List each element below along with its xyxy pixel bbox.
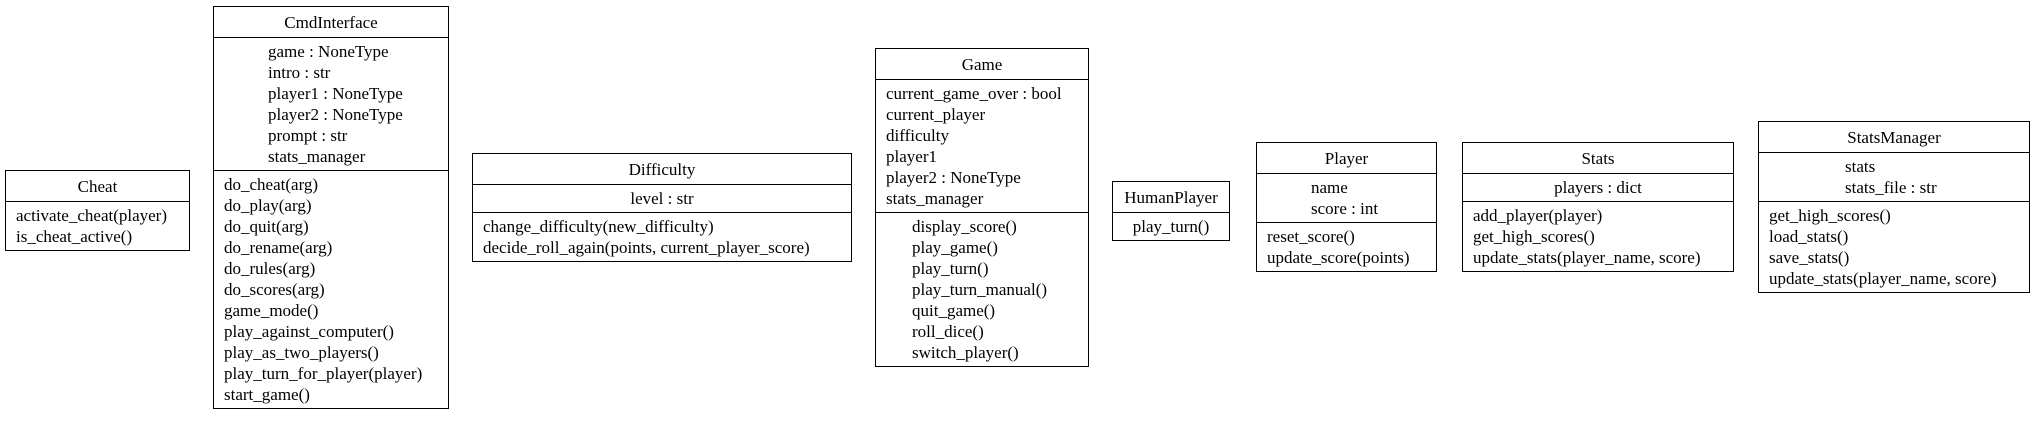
method: play_turn_for_player(player) <box>224 364 423 383</box>
class-statsmanager: StatsManager stats stats_file : str get_… <box>1758 121 2030 293</box>
method-list: display_score() play_game() play_turn() … <box>876 213 1088 366</box>
attribute-list: current_game_over : bool current_player … <box>876 80 1088 213</box>
attribute: player1 <box>886 147 937 166</box>
method: reset_score() <box>1267 227 1355 246</box>
method: do_rename(arg) <box>224 238 333 257</box>
class-name: Game <box>876 49 1088 80</box>
attribute-list: game : NoneType intro : str player1 : No… <box>214 38 448 171</box>
method-list: get_high_scores() load_stats() save_stat… <box>1759 202 2029 292</box>
method: do_quit(arg) <box>224 217 309 236</box>
method: start_game() <box>224 385 310 404</box>
method: get_high_scores() <box>1769 206 1891 225</box>
class-player: Player name score : int reset_score() up… <box>1256 142 1437 272</box>
method-list: do_cheat(arg) do_play(arg) do_quit(arg) … <box>214 171 448 408</box>
attribute: players : dict <box>1554 178 1642 197</box>
class-difficulty: Difficulty level : str change_difficulty… <box>472 153 852 262</box>
method: save_stats() <box>1769 248 1850 267</box>
method: play_against_computer() <box>224 322 394 341</box>
method: activate_cheat(player) <box>16 206 168 225</box>
attribute: stats_manager <box>268 147 366 166</box>
method: quit_game() <box>912 301 996 320</box>
attribute: game : NoneType <box>268 42 389 61</box>
method: add_player(player) <box>1473 206 1603 225</box>
class-name: CmdInterface <box>214 7 448 38</box>
class-name: Player <box>1257 143 1436 174</box>
attribute: player2 : NoneType <box>886 168 1021 187</box>
method: play_turn() <box>1132 217 1210 236</box>
class-name: HumanPlayer <box>1113 182 1229 213</box>
attribute: player1 : NoneType <box>268 84 403 103</box>
method: game_mode() <box>224 301 319 320</box>
attribute-list: level : str <box>473 185 851 213</box>
method: display_score() <box>912 217 1017 236</box>
attribute: intro : str <box>268 63 331 82</box>
attribute: stats_file : str <box>1845 178 1937 197</box>
attribute: stats <box>1845 157 1876 176</box>
attribute: level : str <box>630 189 694 208</box>
class-name: StatsManager <box>1759 122 2029 153</box>
attribute: prompt : str <box>268 126 348 145</box>
method: get_high_scores() <box>1473 227 1595 246</box>
method: change_difficulty(new_difficulty) <box>483 217 714 236</box>
method: play_as_two_players() <box>224 343 379 362</box>
attribute: current_player <box>886 105 986 124</box>
method: do_scores(arg) <box>224 280 325 299</box>
class-name: Difficulty <box>473 154 851 185</box>
method: update_stats(player_name, score) <box>1769 269 1997 288</box>
attribute: difficulty <box>886 126 949 145</box>
method: update_stats(player_name, score) <box>1473 248 1701 267</box>
method-list: activate_cheat(player) is_cheat_active() <box>6 202 189 250</box>
attribute-list: stats stats_file : str <box>1759 153 2029 202</box>
method-list: change_difficulty(new_difficulty) decide… <box>473 213 851 261</box>
method: roll_dice() <box>912 322 984 341</box>
class-humanplayer: HumanPlayer play_turn() <box>1112 181 1230 241</box>
class-name: Stats <box>1463 143 1733 174</box>
attribute: stats_manager <box>886 189 984 208</box>
class-cheat: Cheat activate_cheat(player) is_cheat_ac… <box>5 170 190 251</box>
method: decide_roll_again(points, current_player… <box>483 238 810 257</box>
attribute-list: name score : int <box>1257 174 1436 223</box>
method: do_play(arg) <box>224 196 312 215</box>
method-list: add_player(player) get_high_scores() upd… <box>1463 202 1733 271</box>
class-stats: Stats players : dict add_player(player) … <box>1462 142 1734 272</box>
method: do_cheat(arg) <box>224 175 319 194</box>
attribute: player2 : NoneType <box>268 105 403 124</box>
method-list: reset_score() update_score(points) <box>1257 223 1436 271</box>
method: play_turn() <box>912 259 989 278</box>
attribute-list: players : dict <box>1463 174 1733 202</box>
method: play_turn_manual() <box>912 280 1048 299</box>
method: is_cheat_active() <box>16 227 133 246</box>
method: update_score(points) <box>1267 248 1410 267</box>
method: load_stats() <box>1769 227 1849 246</box>
class-name: Cheat <box>6 171 189 202</box>
attribute: score : int <box>1311 199 1379 218</box>
class-game: Game current_game_over : bool current_pl… <box>875 48 1089 367</box>
class-cmdinterface: CmdInterface game : NoneType intro : str… <box>213 6 449 409</box>
attribute: current_game_over : bool <box>886 84 1062 103</box>
attribute: name <box>1311 178 1348 197</box>
method: do_rules(arg) <box>224 259 316 278</box>
method: play_game() <box>912 238 998 257</box>
method-list: play_turn() <box>1113 213 1229 240</box>
method: switch_player() <box>912 343 1019 362</box>
